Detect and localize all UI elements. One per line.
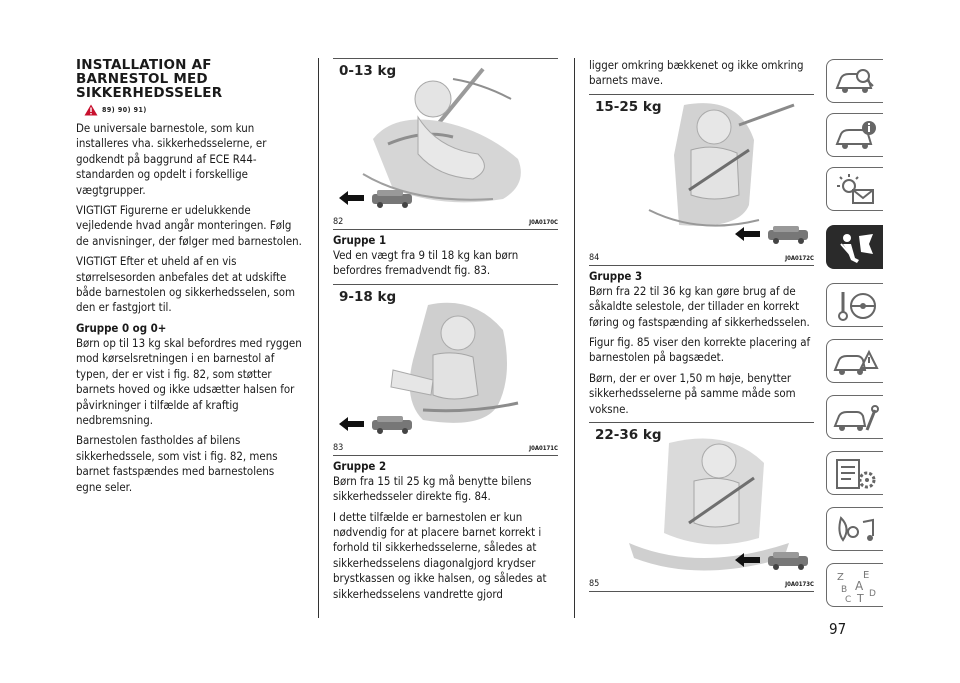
figure-84: 15-25 kg 84 J0A0172C: [589, 93, 814, 266]
warning-triangle-icon: [84, 104, 98, 116]
figure-number: 82: [333, 217, 344, 227]
figure-code: J0A0171C: [529, 444, 558, 452]
multimedia-icon: [838, 516, 874, 542]
section-heading: INSTALLATION AF BARNESTOL MED SIKKERHEDS…: [76, 57, 223, 101]
figure-82: 0-13 kg 82 J0A0170C: [333, 58, 558, 230]
figure-code: J0A0173C: [785, 581, 814, 589]
direction-car-icon: [339, 190, 412, 208]
direction-car-icon: [735, 225, 808, 244]
chapter-tab-multimedia[interactable]: [826, 507, 883, 551]
figure-number: 83: [333, 442, 344, 453]
figure-number: 84: [589, 252, 600, 263]
weight-label: 9-18 kg: [339, 288, 397, 305]
paragraph: De universale barnestole, som kun instal…: [76, 121, 267, 197]
group3-heading: Gruppe 3: [589, 268, 643, 283]
booster-backrest-illustration: [589, 95, 814, 249]
group1-heading: Gruppe 1: [333, 233, 387, 247]
specs-gear-icon: [836, 459, 876, 489]
chapter-tab-safety[interactable]: [826, 225, 883, 269]
chapter-tab-dashboard[interactable]: [826, 113, 883, 157]
figure-code: J0A0172C: [785, 254, 814, 262]
paragraph: Ved en vægt fra 9 til 18 kg kan børn bef…: [333, 248, 519, 278]
infant-seat-illustration: [333, 59, 558, 213]
paragraph: VIGTIGT Figurerne er udelukkende vejlede…: [76, 203, 302, 248]
group0-heading: Gruppe 0 og 0+: [76, 320, 167, 335]
column-divider: [574, 58, 575, 618]
booster-cushion-illustration: [589, 423, 814, 575]
car-search-icon: [835, 69, 874, 93]
right-column: ligger omkring bækkenet og ikke omkring …: [589, 58, 814, 593]
chapter-tab-servicing[interactable]: [826, 395, 883, 439]
direction-car-icon: [735, 552, 808, 571]
forward-seat-illustration: [333, 285, 558, 439]
warning-lights-icon: [837, 174, 874, 204]
svg-text:Z: Z: [837, 572, 844, 583]
svg-text:B: B: [841, 585, 847, 595]
paragraph: I dette tilfælde er barnestolen er kun n…: [333, 509, 547, 601]
group2-heading: Gruppe 2: [333, 458, 387, 473]
paragraph: Børn fra 22 til 36 kg kan gøre brug af d…: [589, 283, 810, 329]
paragraph: ligger omkring bækkenet og ikke omkring …: [589, 58, 804, 88]
paragraph: Børn op til 13 kg skal befordres med ryg…: [76, 335, 302, 427]
paragraph: Barnestolen fastholdes af bilens sikkerh…: [76, 433, 278, 494]
figure-85: 22-36 kg 85 J0A0173C: [589, 422, 814, 593]
svg-text:T: T: [856, 592, 864, 604]
chapter-tab-warning-lights[interactable]: [826, 167, 883, 211]
figure-code: J0A0170C: [529, 219, 558, 226]
paragraph: Børn fra 15 til 25 kg må benytte bilens …: [333, 473, 532, 504]
weight-label: 22-36 kg: [595, 427, 662, 444]
page-number: 97: [829, 620, 847, 638]
steering-key-icon: [838, 292, 876, 321]
paragraph: VIGTIGT Efter et uheld af en vis størrel…: [76, 254, 296, 315]
middle-column: 0-13 kg 82 J0A0170C Gruppe 1 Ved en vægt…: [333, 58, 558, 607]
weight-label: 15-25 kg: [595, 98, 662, 115]
chapter-tab-emergency[interactable]: [826, 339, 883, 383]
svg-text:C: C: [845, 595, 851, 604]
chapter-tab-knowing-vehicle[interactable]: [826, 59, 883, 103]
chapter-tab-index[interactable]: Z E B A C T D: [826, 563, 883, 607]
svg-text:E: E: [863, 570, 869, 581]
warning-refs-text: 89) 90) 91): [102, 106, 147, 114]
paragraph: Børn, der er over 1,50 m høje, benytter …: [589, 370, 796, 416]
figure-number: 85: [589, 579, 600, 590]
left-column: INSTALLATION AF BARNESTOL MED SIKKERHEDS…: [76, 58, 302, 500]
airbag-safety-icon: [840, 234, 873, 263]
car-wrench-icon: [833, 405, 879, 431]
svg-text:D: D: [869, 589, 876, 599]
column-divider: [318, 58, 319, 618]
chapter-tab-technical-data[interactable]: [826, 451, 883, 495]
car-warning-icon: [833, 349, 879, 375]
chapter-tab-starting-driving[interactable]: [826, 283, 883, 327]
direction-car-icon: [339, 415, 412, 434]
svg-text:A: A: [855, 579, 864, 593]
figure-83: 9-18 kg 83 J0A0171C: [333, 283, 558, 456]
paragraph: Figur fig. 85 viser den korrekte placeri…: [589, 335, 811, 365]
weight-label: 0-13 kg: [339, 63, 397, 79]
warning-references: 89) 90) 91): [76, 104, 302, 116]
index-letters-icon: Z E B A C T D: [837, 570, 876, 604]
car-info-icon: [835, 121, 876, 149]
